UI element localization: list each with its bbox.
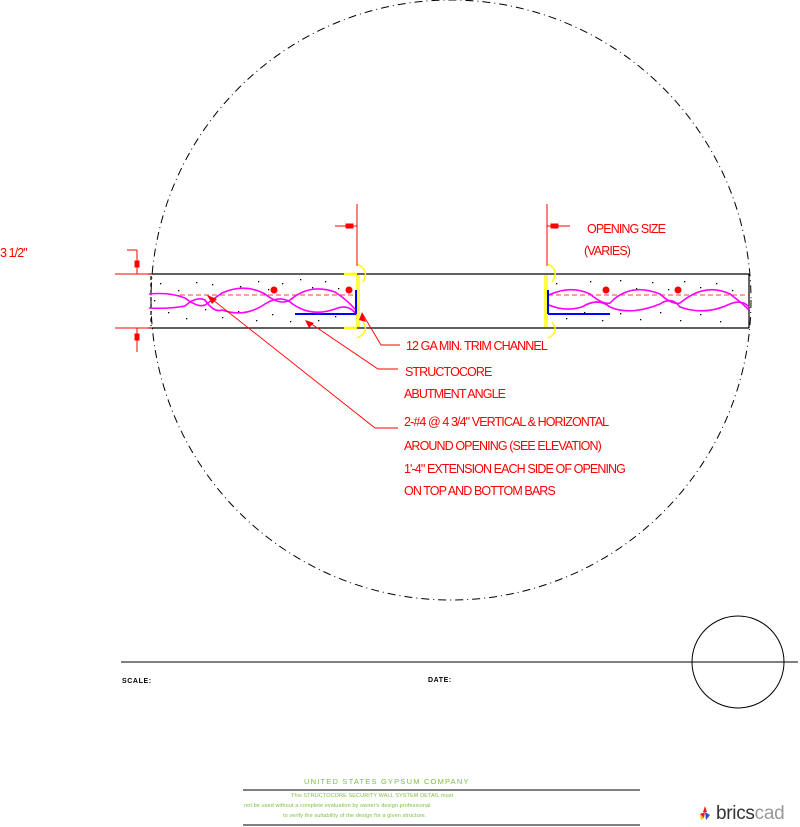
callout-rebar-line3: 1'-4" EXTENSION EACH SIDE OF OPENING <box>404 462 626 476</box>
bricscad-logo: bricscad <box>698 803 785 824</box>
trim-channel-left <box>344 263 367 339</box>
brand-name-brics: brics <box>716 803 755 824</box>
abutment-angle <box>295 290 610 315</box>
thickness-dimension <box>115 249 152 352</box>
opening-size-varies-label: (VARIES) <box>584 244 631 258</box>
rebar-section-dots <box>270 286 682 294</box>
callout-rebar-line2: AROUND OPENING (SEE ELEVATION) <box>404 439 602 453</box>
company-name: UNITED STATES GYPSUM COMPANY <box>304 777 470 786</box>
concrete-fill-pattern <box>154 279 734 323</box>
opening-dimension <box>335 204 570 266</box>
disclaimer-line2: not be used without a complete evaluatio… <box>244 803 431 809</box>
scale-label: SCALE: <box>122 678 152 685</box>
brand-name-cad: cad <box>754 803 785 824</box>
trim-channel-right <box>544 263 556 339</box>
detail-boundary-circle <box>150 0 752 601</box>
bricscad-logo-icon <box>700 805 710 820</box>
callout-rebar-line1: 2-#4 @ 4 3/4" VERTICAL & HORIZONTAL <box>404 415 609 429</box>
date-label: DATE: <box>428 677 452 684</box>
callout-rebar-line4: ON TOP AND BOTTOM BARS <box>404 484 556 498</box>
disclaimer-line1: This STRUCTOCORE SECURITY WALL SYSTEM DE… <box>291 793 454 799</box>
opening-size-label: OPENING SIZE <box>587 222 666 236</box>
leader-arrowheads <box>207 295 366 328</box>
wire-mesh-wave-right <box>548 288 750 312</box>
wire-mesh-wave-left <box>148 287 358 317</box>
thickness-dimension-label: 3 1/2" <box>0 246 28 260</box>
detail-reference-bubble <box>691 615 785 709</box>
callout-trim-channel: 12 GA MIN. TRIM CHANNEL <box>406 339 548 353</box>
disclaimer-line3: to verify the suitability of the design … <box>283 813 427 819</box>
callout-abutment-angle: ABUTMENT ANGLE <box>404 387 506 401</box>
callout-structocore: STRUCTOCORE <box>405 365 492 379</box>
leader-lines <box>207 295 400 429</box>
